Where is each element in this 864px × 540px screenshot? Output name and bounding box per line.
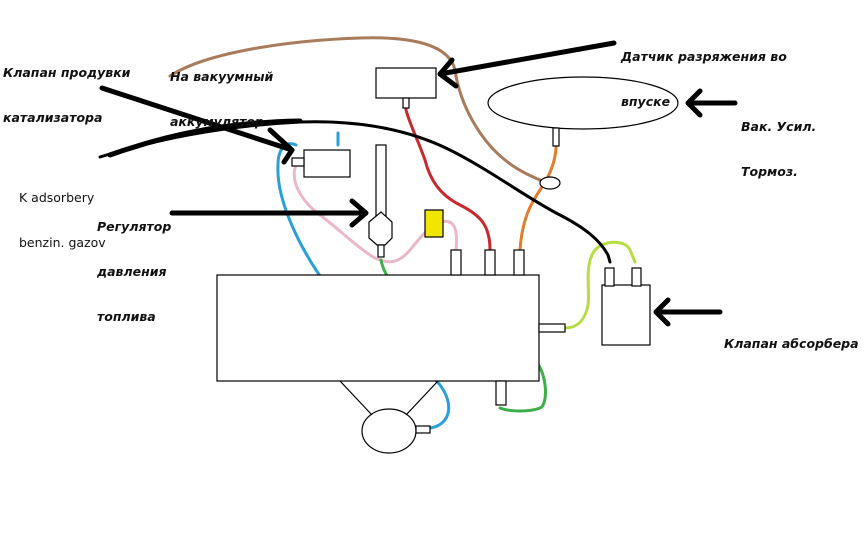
label-brake-booster: Вак. Усил. Тормоз. — [741, 119, 817, 179]
fuel-regulator-rod — [375, 144, 387, 221]
dark-hose — [98, 120, 612, 264]
purge-valve — [303, 149, 351, 178]
purge-valve-port — [291, 157, 305, 167]
absorber-valve-port-1 — [604, 267, 615, 287]
intake-manifold — [216, 274, 540, 382]
label-adsorber-link: K adsorbery benzin. gazov — [19, 190, 106, 250]
brake-booster-port — [552, 127, 560, 147]
fuel-regulator-nozzle — [377, 244, 385, 258]
absorber-valve-port-2 — [631, 267, 642, 287]
arrow-vacuum-sensor — [437, 40, 617, 89]
brake-booster — [487, 76, 679, 130]
vacuum-accumulator-port — [415, 425, 431, 434]
fuel-regulator-body — [368, 211, 393, 246]
label-vacuum-accumulator: На вакуумный аккумулятор — [170, 69, 274, 129]
brown-hose — [168, 36, 547, 184]
label-purge-valve: Клапан продувки катализатора — [3, 65, 131, 125]
label-vacuum-sensor: Датчик разряжения во впуске — [621, 49, 787, 109]
vacuum-accumulator — [361, 408, 417, 454]
arrow-purge-valve — [99, 85, 295, 165]
arrow-absorber-valve — [653, 297, 723, 327]
manifold-port-2 — [484, 249, 496, 276]
arrow-adsorber — [107, 118, 303, 158]
manifold-side-port — [538, 323, 566, 333]
vacuum-tee — [539, 176, 561, 190]
lime-hose — [563, 240, 637, 330]
brown-hose-stub — [169, 71, 177, 77]
label-fuel-regulator: Регулятор давления топлива — [97, 219, 172, 324]
manifold-port-1 — [450, 249, 462, 276]
vacuum-sensor — [375, 67, 437, 99]
yellow-part — [424, 209, 444, 238]
manifold-bottom-port — [495, 380, 507, 406]
vacuum-sensor-port — [402, 97, 410, 109]
accumulator-bracket-left — [339, 380, 373, 416]
label-absorber-valve: Клапан абсорбера — [724, 336, 859, 351]
red-hose — [404, 96, 492, 252]
arrow-fuel-regulator — [169, 198, 369, 228]
orange-hose — [518, 126, 558, 252]
arrow-brake-booster — [685, 88, 738, 118]
absorber-valve — [601, 284, 651, 346]
manifold-port-3 — [513, 249, 525, 276]
accumulator-bracket-right — [405, 380, 439, 416]
